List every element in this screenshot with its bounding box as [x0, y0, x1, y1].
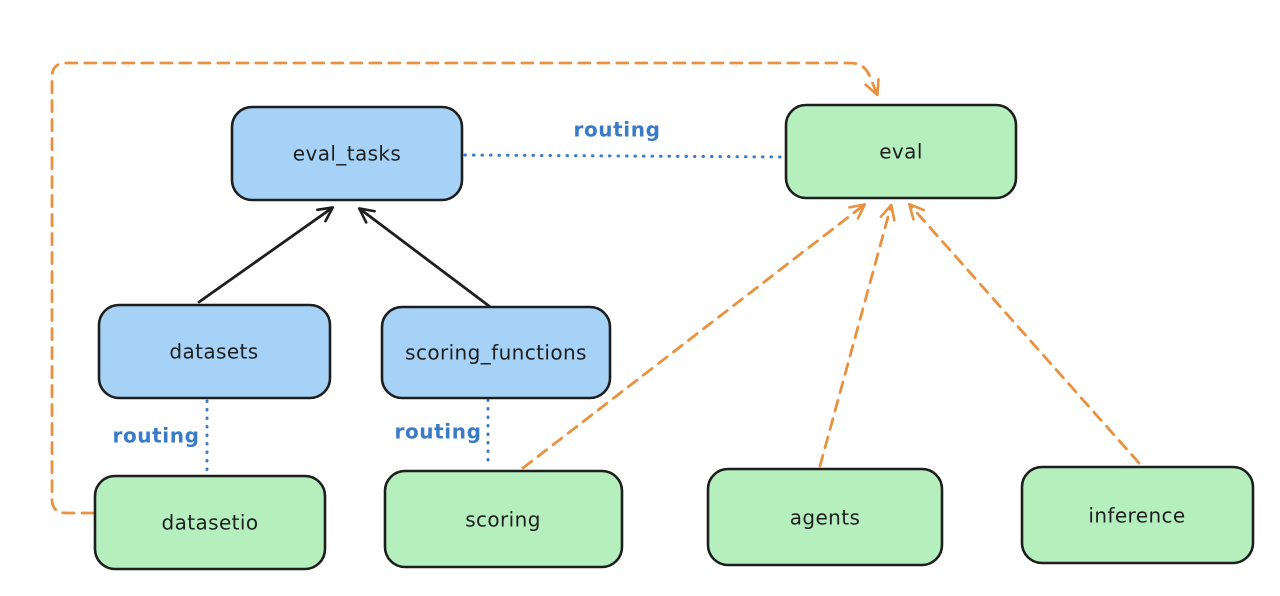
node-datasets: datasets	[97, 303, 332, 400]
edge-datasets-to-eval-tasks	[197, 206, 335, 304]
node-agents-box	[706, 467, 944, 567]
node-eval-box	[784, 103, 1018, 200]
node-datasetio: datasetio	[93, 474, 327, 571]
edge-inference-to-eval	[908, 202, 1141, 465]
edge-scoring-functions-to-eval-tasks	[357, 207, 491, 308]
node-scoring: scoring	[383, 469, 624, 569]
node-agents-label: agents	[790, 506, 861, 530]
edge-agents-to-eval	[818, 203, 896, 468]
node-eval-label: eval	[879, 140, 923, 164]
routing-label-middle: routing	[394, 420, 481, 444]
edge-datasetio-to-eval	[50, 61, 880, 515]
node-eval-tasks-box	[230, 105, 464, 202]
node-scoring-box	[383, 469, 624, 569]
node-datasets-label: datasets	[169, 340, 258, 364]
node-eval-tasks-label: eval_tasks	[293, 142, 401, 166]
edge-scoring-to-eval	[521, 203, 867, 470]
node-scoring-functions-box	[380, 305, 612, 400]
node-datasetio-box	[93, 474, 327, 571]
node-eval: eval	[784, 103, 1018, 200]
node-inference-box	[1020, 465, 1255, 565]
edge-eval-tasks-to-eval-routing	[463, 153, 785, 159]
node-agents: agents	[706, 467, 944, 567]
node-scoring-functions-label: scoring_functions	[405, 341, 587, 365]
node-eval-tasks: eval_tasks	[230, 105, 464, 202]
routing-label-top: routing	[573, 118, 660, 142]
node-datasets-box	[97, 303, 332, 400]
node-datasetio-label: datasetio	[161, 511, 258, 535]
node-inference: inference	[1020, 465, 1255, 565]
routing-label-left: routing	[112, 424, 199, 448]
node-inference-label: inference	[1088, 504, 1185, 528]
node-scoring-functions: scoring_functions	[380, 305, 612, 400]
node-scoring-label: scoring	[465, 508, 541, 532]
